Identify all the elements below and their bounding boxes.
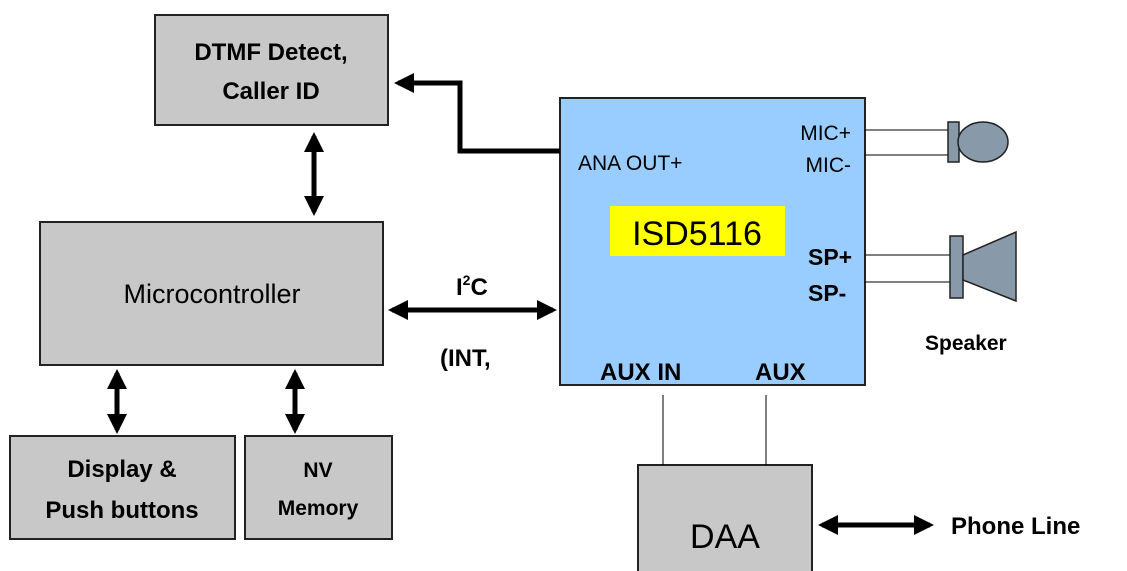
- i2c-label: I2C: [456, 272, 488, 301]
- pin-aux-out: AUX: [755, 359, 806, 386]
- display-label-line1: Display &: [67, 456, 176, 483]
- speaker-icon: [949, 230, 1017, 303]
- microcontroller-block: Microcontroller: [39, 221, 384, 366]
- pin-mic-plus: MIC+: [800, 122, 851, 145]
- chip-name-highlight: [610, 206, 785, 256]
- pin-sp-minus: SP-: [808, 280, 846, 306]
- dtmf-label-line2: Caller ID: [222, 78, 319, 105]
- display-label-line2: Push buttons: [45, 497, 198, 524]
- display-pushbuttons-block: Display & Push buttons: [9, 435, 236, 540]
- microcontroller-label: Microcontroller: [123, 279, 300, 309]
- pin-ana-out: ANA OUT+: [578, 152, 682, 175]
- pin-sp-plus: SP+: [808, 244, 852, 270]
- isd5116-chip: ISD5116 ANA OUT+ MIC+ MIC- SP+ SP- AUX I…: [559, 97, 866, 386]
- nv-memory-block: NV Memory: [244, 435, 393, 540]
- ana-out-arrow: [394, 73, 560, 154]
- microphone-icon: [947, 121, 1009, 163]
- nvmem-label-line1: NV: [303, 459, 332, 482]
- dtmf-callerid-block: DTMF Detect, Caller ID: [154, 14, 389, 126]
- pin-mic-minus: MIC-: [806, 154, 852, 177]
- phone-line-label: Phone Line: [951, 513, 1080, 540]
- nvmem-label-line2: Memory: [278, 497, 359, 520]
- dtmf-label-line1: DTMF Detect,: [194, 39, 347, 66]
- int-label: (INT,: [440, 345, 491, 372]
- pin-aux-in: AUX IN: [600, 359, 681, 386]
- speaker-label: Speaker: [925, 332, 1007, 355]
- daa-block: DAA: [637, 464, 813, 571]
- chip-name: ISD5116: [632, 215, 762, 253]
- daa-label: DAA: [690, 518, 760, 556]
